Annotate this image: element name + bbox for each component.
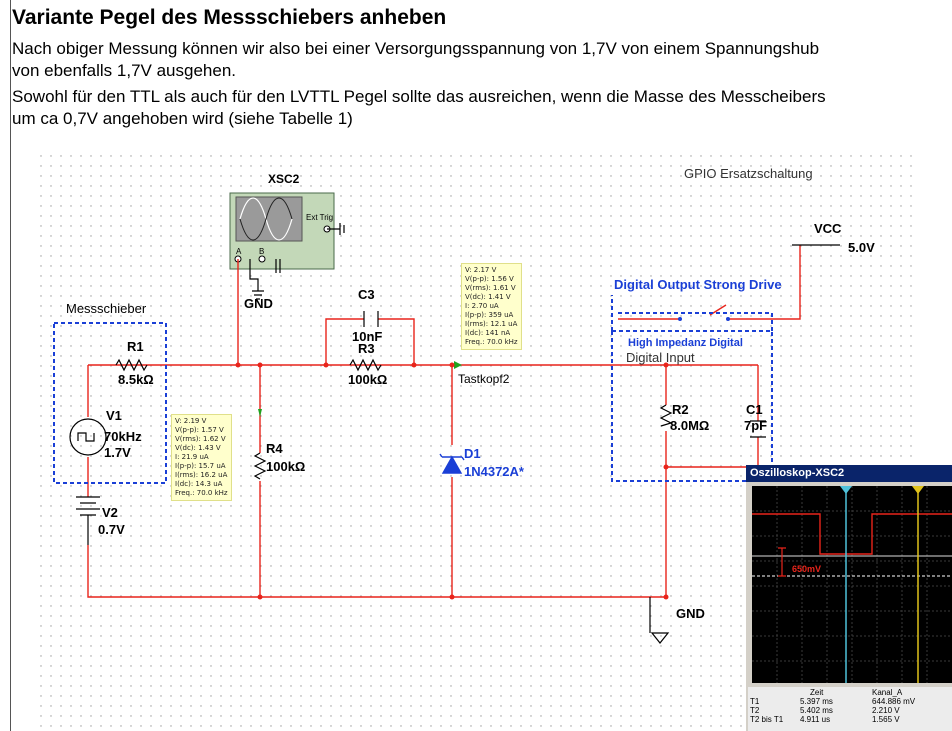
r2-resistor bbox=[659, 404, 673, 427]
vcc-label: VCC bbox=[814, 221, 842, 236]
channel-a-label: A bbox=[236, 247, 242, 256]
v1-name: V1 bbox=[106, 408, 122, 423]
probe-reading: V(dc): 1.43 V bbox=[175, 444, 221, 452]
d1-zener-diode bbox=[439, 453, 465, 474]
probe-reading: I(rms): 16.2 uA bbox=[175, 471, 228, 479]
r1-resistor bbox=[115, 358, 148, 372]
vcc-value: 5.0V bbox=[848, 240, 875, 255]
messschieber-box bbox=[53, 322, 167, 484]
r2-value: 8.0MΩ bbox=[670, 418, 710, 433]
probe-marker-left bbox=[258, 409, 262, 417]
gnd-symbol bbox=[649, 597, 670, 644]
r4-name: R4 bbox=[266, 441, 283, 456]
d1-name: D1 bbox=[464, 446, 481, 461]
col-kanal: Kanal_A bbox=[872, 688, 903, 697]
probe-reading: V: 2.17 V bbox=[465, 266, 497, 274]
c1-capacitor bbox=[750, 420, 766, 438]
digital-input-label: Digital Input bbox=[626, 350, 695, 365]
probe-reading: I(dc): 141 nA bbox=[465, 329, 511, 337]
paragraph-line-4: um ca 0,7V angehoben wird (siehe Tabelle… bbox=[12, 109, 353, 128]
messschieber-label: Messschieber bbox=[66, 301, 147, 316]
probe-reading: V(rms): 1.61 V bbox=[465, 284, 516, 292]
r1-name: R1 bbox=[127, 339, 144, 354]
readout-zeit: 5.402 ms bbox=[800, 706, 833, 715]
v1-volt: 1.7V bbox=[104, 445, 131, 460]
c3-name: C3 bbox=[358, 287, 375, 302]
gpio-title: GPIO Ersatzschaltung bbox=[684, 166, 813, 181]
readout-zeit: 4.911 us bbox=[800, 715, 831, 724]
c1-name: C1 bbox=[746, 402, 763, 417]
gnd-label-scope: GND bbox=[244, 296, 273, 311]
wires bbox=[87, 245, 801, 598]
oscilloscope-screen: 650mV bbox=[752, 486, 952, 683]
probe-reading: I(p-p): 359 uA bbox=[465, 311, 514, 319]
probe-reading: V(p-p): 1.56 V bbox=[465, 275, 514, 283]
v2-battery bbox=[76, 496, 100, 516]
section-heading: Variante Pegel des Messschiebers anheben bbox=[12, 6, 447, 29]
page-left-border bbox=[10, 0, 11, 731]
probe-reading: V(rms): 1.62 V bbox=[175, 435, 226, 443]
r3-value: 100kΩ bbox=[348, 372, 388, 387]
readout-kanal: 1.565 V bbox=[872, 715, 900, 724]
r4-value: 100kΩ bbox=[266, 459, 306, 474]
v1-source bbox=[69, 418, 107, 456]
probe-reading: Freq.: 70.0 kHz bbox=[465, 338, 518, 346]
r1-value: 8.5kΩ bbox=[118, 372, 154, 387]
ext-trig-label: Ext Trig bbox=[306, 213, 334, 222]
gpio-box bbox=[611, 330, 773, 482]
col-zeit: Zeit bbox=[810, 688, 824, 697]
v2-volt: 0.7V bbox=[98, 522, 125, 537]
probe-reading: I(rms): 12.1 uA bbox=[465, 320, 518, 328]
c1-value: 7pF bbox=[744, 418, 768, 433]
v1-freq: 70kHz bbox=[104, 429, 142, 444]
r3-name: R3 bbox=[358, 341, 375, 356]
channel-b-label: B bbox=[259, 247, 265, 256]
probe-marker-right bbox=[454, 361, 462, 369]
paragraph-line-2: von ebenfalls 1,7V ausgehen. bbox=[12, 61, 237, 80]
r2-name: R2 bbox=[672, 402, 689, 417]
high-impedanz-label: High Impedanz Digital bbox=[628, 337, 743, 349]
v2-name: V2 bbox=[102, 505, 118, 520]
oscilloscope-window[interactable]: Oszilloskop-XSC2 650mV Zeit Kanal_A T1 5.… bbox=[746, 465, 952, 731]
digital-output-label: Digital Output Strong Drive bbox=[614, 277, 782, 292]
c3-value: 10nF bbox=[352, 329, 383, 344]
paragraph-line-1: Nach obiger Messung können wir also bei … bbox=[12, 39, 820, 58]
c3-capacitor bbox=[363, 311, 379, 327]
probe-reading: V(p-p): 1.57 V bbox=[175, 426, 224, 434]
probe-reading: V(dc): 1.41 V bbox=[465, 293, 511, 301]
probe-reading: I: 21.9 uA bbox=[175, 453, 209, 461]
d1-value: 1N4372A* bbox=[464, 464, 524, 479]
r3-resistor bbox=[349, 358, 382, 372]
probe-reading: V: 2.19 V bbox=[175, 417, 207, 425]
gnd-label-main: GND bbox=[676, 606, 705, 621]
probe-reading: I(dc): 14.3 uA bbox=[175, 480, 223, 488]
probe-reading: Freq.: 70.0 kHz bbox=[175, 489, 228, 497]
probe-reading: I(p-p): 15.7 uA bbox=[175, 462, 226, 470]
oscilloscope-readout: Zeit Kanal_A T1 5.397 ms 644.886 mV T2 5.402… bbox=[748, 687, 952, 731]
readout-zeit: 5.397 ms bbox=[800, 697, 833, 706]
readout-label[interactable]: T2 bis T1 bbox=[750, 715, 784, 724]
oscilloscope-marker-label: 650mV bbox=[792, 564, 822, 574]
r4-resistor bbox=[253, 452, 267, 480]
readout-label[interactable]: T1 bbox=[750, 697, 760, 706]
probe-reading: I: 2.70 uA bbox=[465, 302, 499, 310]
tastkopf-label: Tastkopf2 bbox=[458, 372, 510, 386]
readout-kanal: 644.886 mV bbox=[872, 697, 916, 706]
paragraph-line-3: Sowohl für den TTL als auch für den LVTT… bbox=[12, 87, 826, 106]
readout-kanal: 2.210 V bbox=[872, 706, 900, 715]
readout-label[interactable]: T2 bbox=[750, 706, 760, 715]
oscilloscope-title[interactable]: Oszilloskop-XSC2 bbox=[746, 465, 952, 482]
xsc2-label: XSC2 bbox=[268, 172, 300, 186]
